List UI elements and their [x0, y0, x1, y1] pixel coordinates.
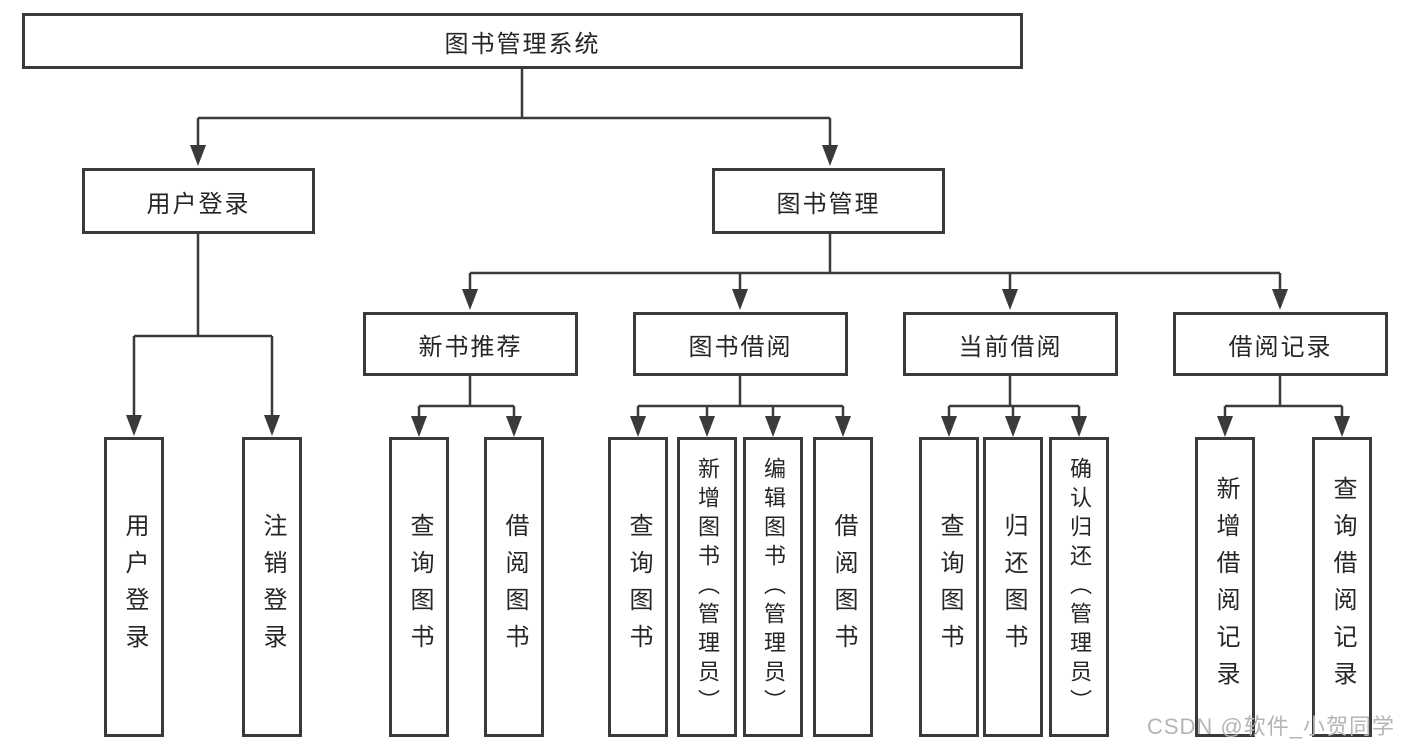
- node-book-borrowing: 图书借阅: [633, 312, 848, 376]
- arrowheads: [126, 145, 1350, 437]
- node-new-book-recommend-label: 新书推荐: [418, 333, 523, 361]
- leaf-confirm-return-admin: 确认归还（管理员）: [1049, 437, 1109, 737]
- node-user-login: 用户登录: [82, 168, 315, 234]
- node-library-system: 图书管理系统: [22, 13, 1023, 69]
- leaf-add-borrow-record-label: 新增借阅记录: [1212, 476, 1239, 698]
- csdn-watermark: CSDN @软件_小贺同学: [1146, 714, 1395, 739]
- leaf-current-query-books-label: 查询图书: [936, 513, 963, 661]
- node-book-management-label: 图书管理: [776, 190, 881, 218]
- node-current-borrowing-label: 当前借阅: [958, 333, 1063, 361]
- leaf-return-books: 归还图书: [983, 437, 1043, 737]
- leaf-user-login-label: 用户登录: [121, 513, 148, 661]
- leaf-add-borrow-record: 新增借阅记录: [1195, 437, 1255, 737]
- node-current-borrowing: 当前借阅: [903, 312, 1118, 376]
- node-book-management: 图书管理: [712, 168, 945, 234]
- leaf-add-books-admin: 新增图书（管理员）: [677, 437, 737, 737]
- leaf-logout: 注销登录: [242, 437, 302, 737]
- leaf-borrow-query-books: 查询图书: [608, 437, 668, 737]
- node-new-book-recommend: 新书推荐: [363, 312, 578, 376]
- node-library-system-label: 图书管理系统: [444, 30, 601, 58]
- leaf-confirm-return-admin-label: 确认归还（管理员）: [1067, 456, 1092, 718]
- leaf-newbooks-query-books: 查询图书: [389, 437, 449, 737]
- leaf-query-borrow-record: 查询借阅记录: [1312, 437, 1372, 737]
- leaf-return-books-label: 归还图书: [1000, 513, 1027, 661]
- leaf-add-books-admin-label: 新增图书（管理员）: [695, 456, 720, 718]
- connector-paths: [132, 68, 1344, 421]
- leaf-newbooks-query-books-label: 查询图书: [406, 513, 433, 661]
- leaf-edit-books-admin-label: 编辑图书（管理员）: [761, 456, 786, 718]
- leaf-newbooks-borrow-books-label: 借阅图书: [501, 513, 528, 661]
- leaf-current-query-books: 查询图书: [919, 437, 979, 737]
- leaf-borrow-books-label: 借阅图书: [830, 513, 857, 661]
- node-user-login-label: 用户登录: [146, 190, 251, 218]
- leaf-edit-books-admin: 编辑图书（管理员）: [743, 437, 803, 737]
- node-book-borrowing-label: 图书借阅: [688, 333, 793, 361]
- leaf-query-borrow-record-label: 查询借阅记录: [1329, 476, 1356, 698]
- leaf-borrow-books: 借阅图书: [813, 437, 873, 737]
- leaf-user-login: 用户登录: [104, 437, 164, 737]
- leaf-logout-label: 注销登录: [259, 513, 286, 661]
- leaf-newbooks-borrow-books: 借阅图书: [484, 437, 544, 737]
- node-borrowing-records-label: 借阅记录: [1228, 333, 1333, 361]
- node-borrowing-records: 借阅记录: [1173, 312, 1388, 376]
- leaf-borrow-query-books-label: 查询图书: [625, 513, 652, 661]
